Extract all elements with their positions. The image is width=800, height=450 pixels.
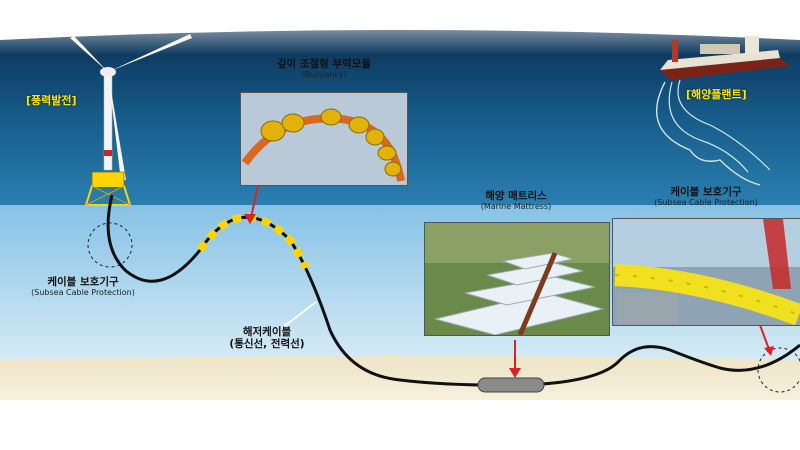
- cable-protection-right-subtitle: (Subsea Cable Protection): [654, 198, 758, 208]
- pointer-subsea-cable: [281, 301, 317, 329]
- subsea-cable-subtitle: (통신선, 전력선): [229, 338, 305, 351]
- protection-circle-right: [757, 347, 800, 393]
- arrow-protection-head: [764, 346, 774, 356]
- buoyancy-module-label: 깊이 조절형 부력모듈 (Buoyancy): [244, 58, 404, 79]
- cable-joint: [477, 377, 545, 393]
- arrow-mattress-head: [509, 368, 521, 378]
- buoyancy-module-subtitle: (Buoyancy): [301, 70, 347, 80]
- cable-protection-photo: [612, 218, 800, 326]
- buoyancy-photo: [240, 92, 408, 186]
- cable-protection-left-label: 케이블 보호기구 (Subsea Cable Protection): [8, 276, 158, 297]
- wind-power-label: [풍력발전]: [26, 94, 77, 107]
- cable-protection-left-title: 케이블 보호기구: [47, 276, 119, 288]
- cable-protection-right-label: 케이블 보호기구 (Subsea Cable Protection): [620, 186, 792, 207]
- offshore-plant-icon: [656, 36, 790, 186]
- buoyancy-module-title: 깊이 조절형 부력모듈: [276, 58, 372, 70]
- arrow-buoyancy-head: [244, 214, 256, 224]
- marine-mattress-subtitle: (Marine Mattress): [480, 202, 552, 212]
- marine-mattress-photo: [424, 222, 610, 336]
- wind-turbine-icon: [70, 34, 192, 206]
- cable-protection-right-title: 케이블 보호기구: [670, 186, 742, 198]
- subsea-cable-title: 해저케이블: [242, 326, 292, 338]
- marine-mattress-title: 해양 매트리스: [485, 190, 547, 202]
- sky-fade: [0, 0, 800, 55]
- subsea-cable-label: 해저케이블 (통신선, 전력선): [212, 326, 322, 350]
- marine-mattress-label: 해양 매트리스 (Marine Mattress): [446, 190, 586, 211]
- seabed: [0, 356, 800, 400]
- protection-circle-left: [87, 222, 133, 268]
- subsea-cable: [106, 194, 800, 387]
- buoyancy-modules: [196, 213, 310, 270]
- offshore-plant-label: [해양플랜트]: [686, 88, 747, 101]
- cable-protection-left-subtitle: (Subsea Cable Protection): [31, 288, 135, 298]
